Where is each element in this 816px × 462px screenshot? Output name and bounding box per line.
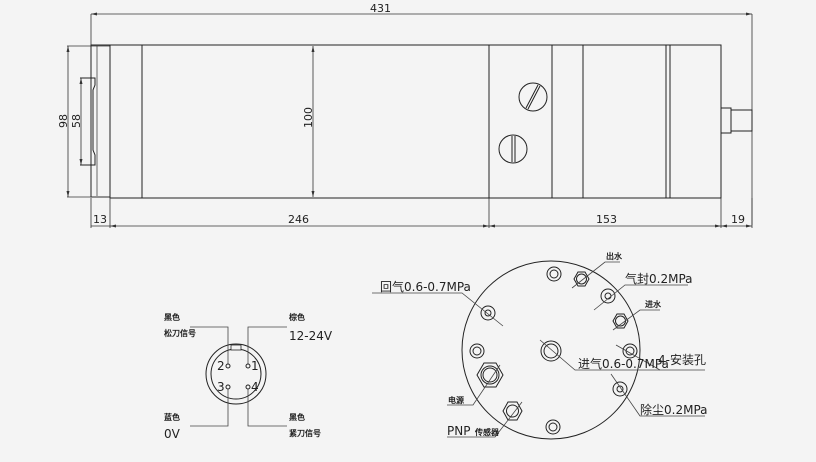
dim-inner-height: 58	[70, 78, 83, 165]
label-water-out: 出水	[606, 251, 623, 261]
dim-100-label: 100	[302, 107, 315, 128]
dim-98-label: 98	[57, 114, 70, 128]
pin2-signal: 松刀信号	[164, 328, 196, 338]
label-dust-removal: 除尘0.2MPa	[640, 402, 708, 417]
dim-body-height: 100	[302, 46, 315, 197]
spindle-body	[109, 44, 753, 199]
mounting-hole-icon	[546, 266, 562, 282]
air-seal-port-icon	[600, 288, 616, 304]
pin-1-label: 1	[251, 359, 259, 373]
return-air-port-icon	[480, 305, 496, 321]
pnp-sensor-fitting-icon	[502, 401, 523, 421]
mounting-hole-icon	[469, 343, 485, 359]
pin-2-label: 2	[217, 359, 225, 373]
air-in-port-icon	[540, 340, 562, 362]
dim-58-label: 58	[70, 114, 83, 128]
power-fitting-icon	[476, 362, 504, 388]
pin1-signal: 12-24V	[289, 329, 333, 343]
dim-outer-height: 98	[57, 45, 110, 198]
label-water-in: 进水	[645, 299, 662, 309]
dim-overall-length: 431	[90, 2, 753, 225]
label-pnp: PNP	[447, 424, 470, 438]
label-air-in: 进气0.6-0.7MPa	[578, 356, 669, 371]
pin1-color: 棕色	[288, 312, 305, 322]
dim-153-label: 153	[596, 213, 617, 226]
label-sensor: 传感器	[474, 427, 500, 437]
left-flange	[80, 44, 111, 198]
label-mounting-holes: 4-安装孔	[658, 352, 706, 367]
label-air-seal: 气封0.2MPa	[625, 271, 693, 286]
pin3-signal: 0V	[164, 427, 181, 441]
pin-4-label: 4	[251, 380, 259, 394]
end-view: 出水 气封0.2MPa 进水 回气0.6-0.7MPa 进气0.6-0.7MPa…	[372, 251, 708, 440]
connector-pinout: 2 1 3 4 黑色 松刀信号 棕色 12-24V 蓝色 0V 黑色 紧刀信号	[164, 312, 333, 441]
label-power: 电源	[448, 395, 464, 405]
pin3-color: 蓝色	[164, 412, 180, 422]
pin-3-label: 3	[217, 380, 225, 394]
dim-13-label: 13	[93, 213, 107, 226]
dust-removal-port-icon	[612, 381, 628, 397]
pin4-signal: 紧刀信号	[289, 428, 321, 438]
dim-246-label: 246	[288, 213, 309, 226]
pin2-color: 黑色	[164, 312, 180, 322]
screw-icon	[518, 82, 548, 112]
pin4-color: 黑色	[289, 412, 305, 422]
dim-431-label: 431	[370, 2, 391, 15]
dim-19-label: 19	[731, 213, 745, 226]
screw-icon	[498, 134, 528, 164]
label-return-air: 回气0.6-0.7MPa	[380, 279, 471, 294]
water-out-fitting-icon	[573, 271, 590, 287]
mounting-hole-icon	[545, 419, 561, 435]
dim-bottom-chain: 13 246 153 19	[90, 198, 753, 228]
side-view: 431 98 58	[57, 2, 753, 228]
